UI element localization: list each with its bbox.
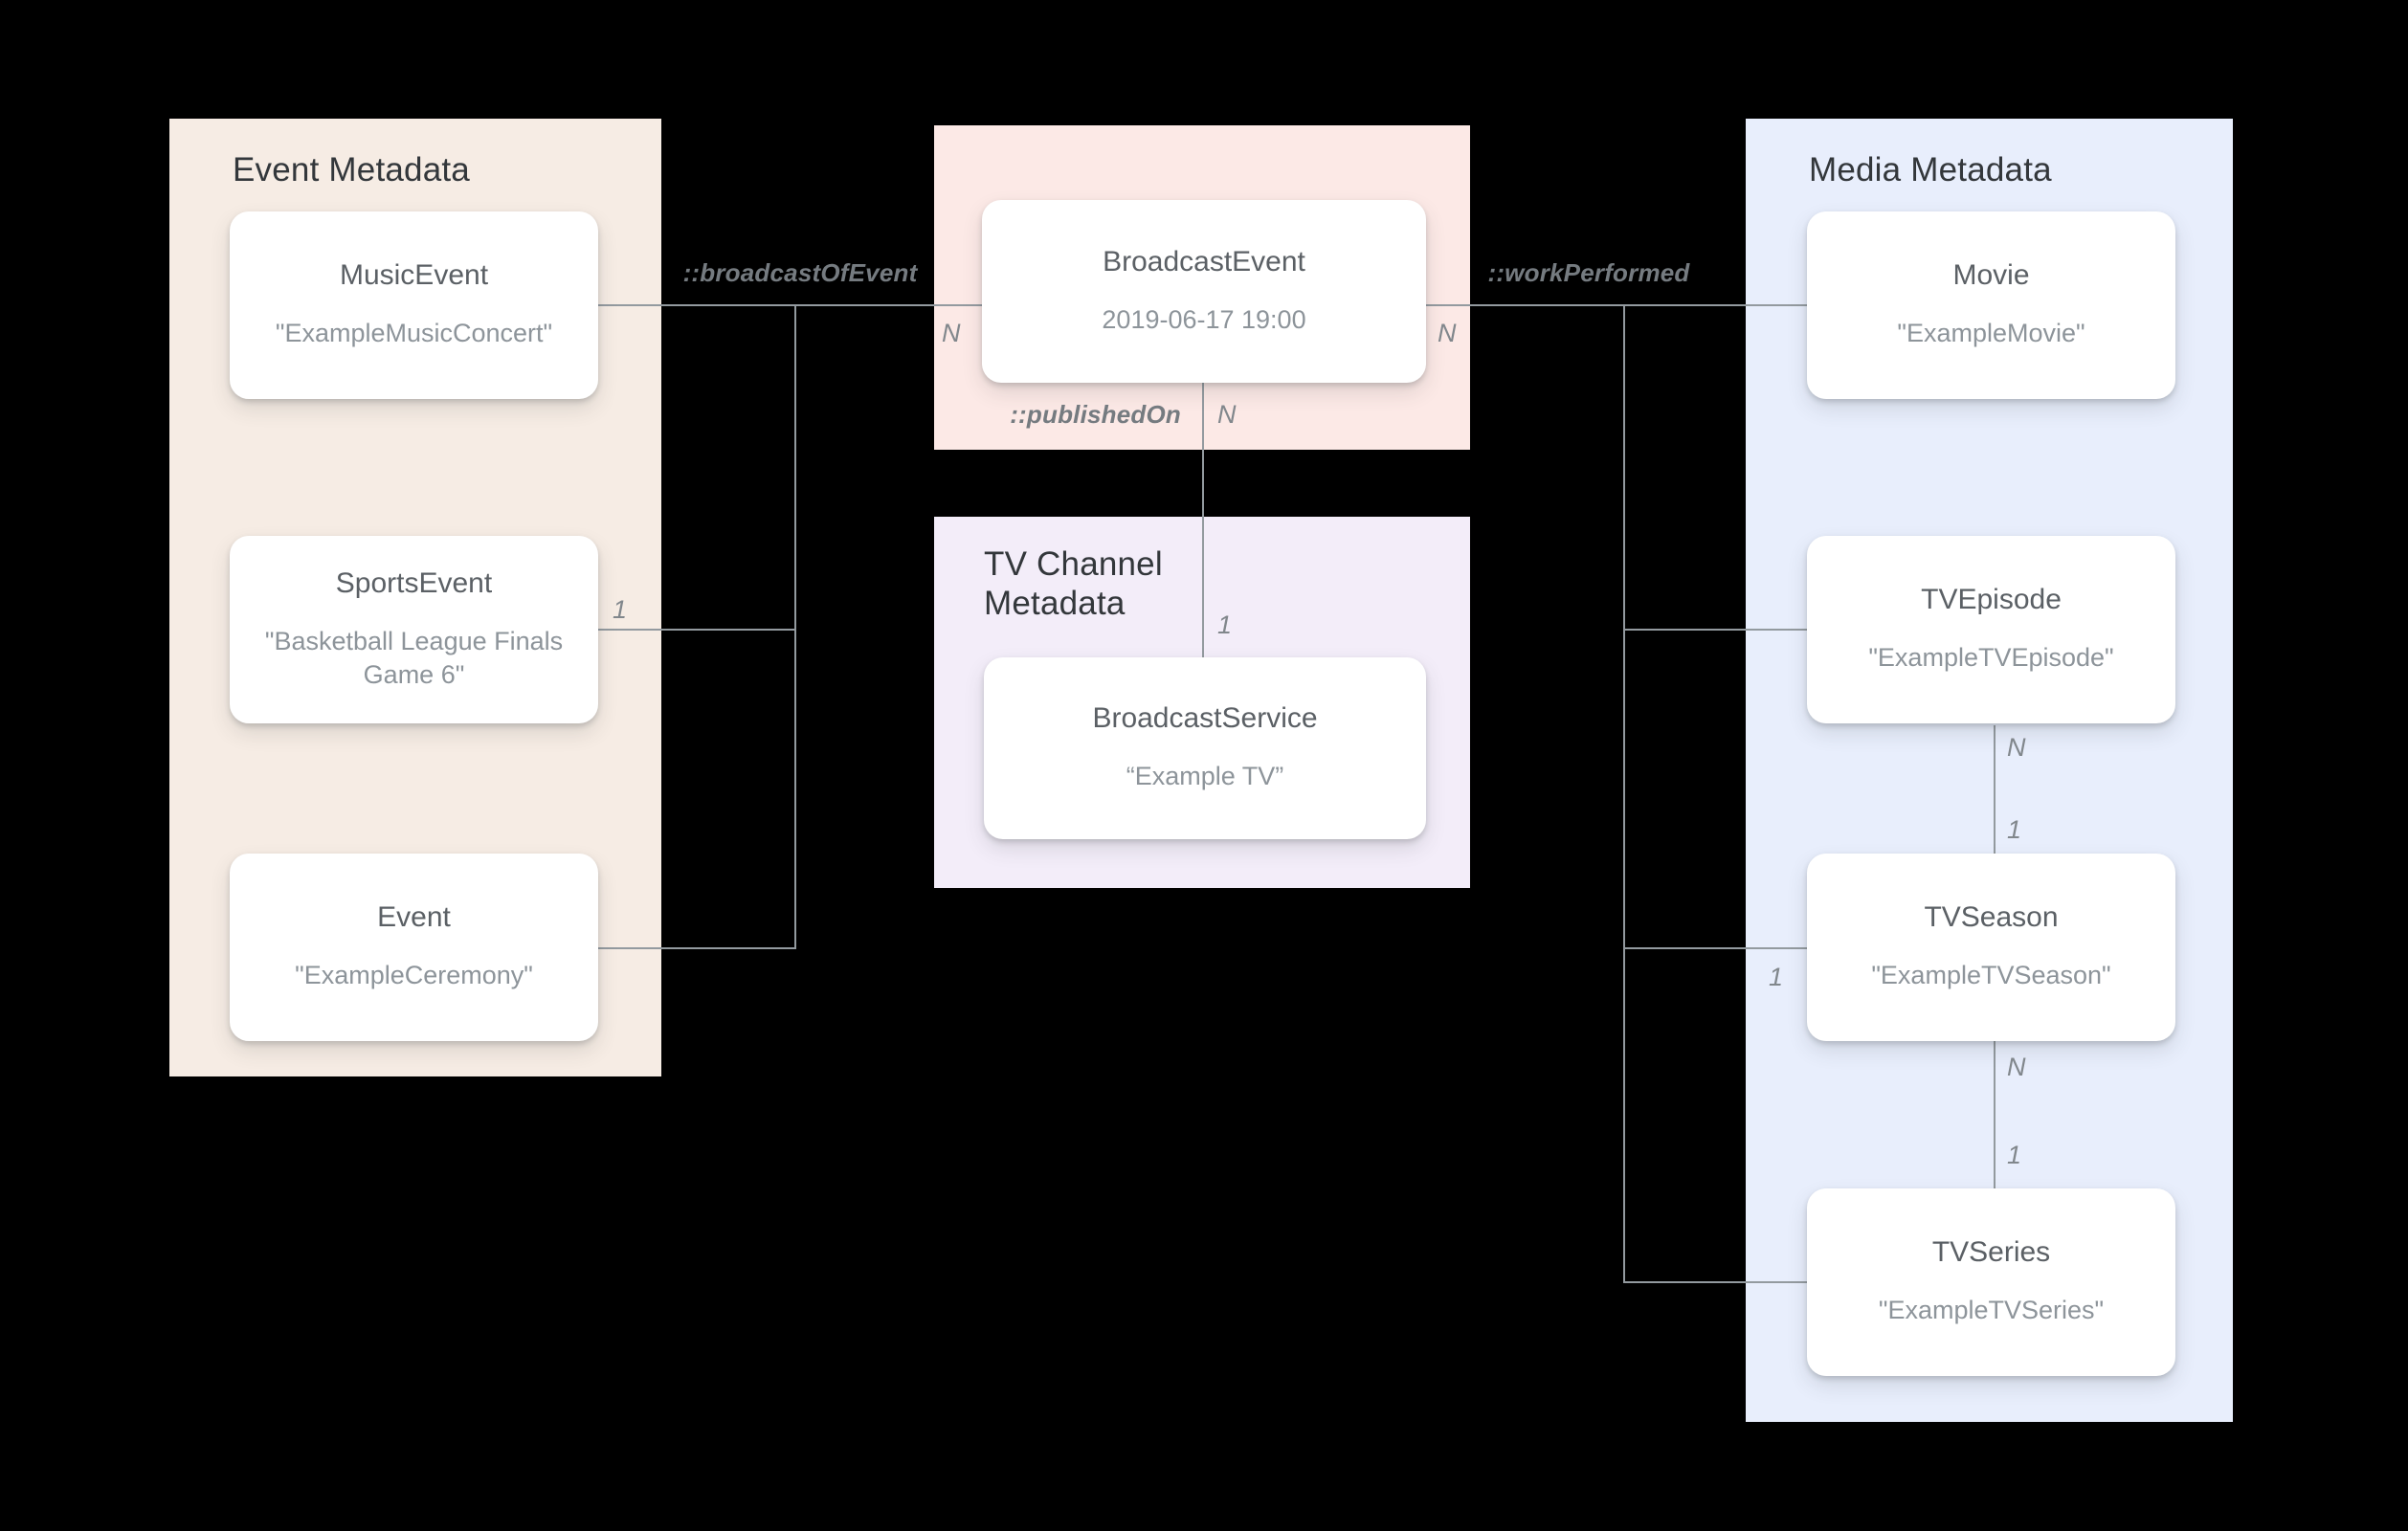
cardinality-one-sports-event: 1 bbox=[613, 595, 628, 624]
edge-label-published-on: ::publishedOn bbox=[1010, 400, 1181, 429]
cardinality-one-published-on: 1 bbox=[1217, 610, 1233, 639]
node-title: Event bbox=[377, 901, 451, 934]
node-title: MusicEvent bbox=[339, 259, 489, 292]
connector-tv-episode bbox=[1623, 629, 1807, 631]
cardinality-n-published-on: N bbox=[1217, 400, 1237, 429]
connector-tv-season bbox=[1623, 947, 1807, 949]
connector-published-on-vertical bbox=[1202, 383, 1204, 657]
cardinality-n-broadcast-right: N bbox=[1438, 319, 1457, 347]
node-broadcast-service: BroadcastService “Example TV” bbox=[984, 657, 1426, 839]
node-subtitle: “Example TV” bbox=[1126, 762, 1284, 791]
panel-title-media-metadata: Media Metadata bbox=[1809, 151, 2052, 189]
node-subtitle: "Basketball League Finals Game 6" bbox=[264, 626, 564, 689]
connector-season-series-vertical bbox=[1994, 1041, 1996, 1188]
panel-title-tv-channel-metadata: TV Channel Metadata bbox=[984, 545, 1163, 622]
node-sports-event: SportsEvent "Basketball League Finals Ga… bbox=[230, 536, 598, 723]
node-event: Event "ExampleCeremony" bbox=[230, 854, 598, 1041]
connector-media-branch-vertical bbox=[1623, 304, 1625, 1283]
node-title: BroadcastEvent bbox=[1103, 245, 1305, 277]
panel-title-event-metadata: Event Metadata bbox=[233, 151, 470, 189]
node-broadcast-event: BroadcastEvent 2019-06-17 19:00 bbox=[982, 200, 1426, 383]
connector-episode-season-vertical bbox=[1994, 725, 1996, 854]
edge-label-work-performed: ::workPerformed bbox=[1487, 258, 1690, 287]
cardinality-n-episode-season: N bbox=[2007, 733, 2026, 762]
cardinality-one-season-series: 1 bbox=[2007, 1141, 2022, 1169]
node-subtitle: "ExampleMovie" bbox=[1897, 319, 2085, 348]
cardinality-one-tv-season-left: 1 bbox=[1769, 963, 1784, 991]
cardinality-n-season-series: N bbox=[2007, 1053, 2026, 1081]
node-title: SportsEvent bbox=[335, 566, 493, 599]
node-tv-season: TVSeason "ExampleTVSeason" bbox=[1807, 854, 2175, 1041]
connector-tv-series bbox=[1623, 1281, 1807, 1283]
node-subtitle: "ExampleTVEpisode" bbox=[1868, 643, 2114, 673]
node-subtitle: "ExampleTVSeries" bbox=[1878, 1296, 2105, 1325]
node-title: TVSeries bbox=[1931, 1236, 2051, 1269]
node-subtitle: 2019-06-17 19:00 bbox=[1102, 304, 1306, 334]
node-subtitle: "ExampleCeremony" bbox=[295, 961, 533, 990]
node-music-event: MusicEvent "ExampleMusicConcert" bbox=[230, 211, 598, 399]
connector-sports-event bbox=[597, 629, 796, 631]
cardinality-n-broadcast-left: N bbox=[942, 319, 961, 347]
node-title: BroadcastService bbox=[1092, 702, 1318, 735]
node-title: TVEpisode bbox=[1921, 584, 2062, 616]
node-subtitle: "ExampleTVSeason" bbox=[1871, 961, 2111, 990]
connector-event-branch-vertical bbox=[794, 304, 796, 949]
node-tv-episode: TVEpisode "ExampleTVEpisode" bbox=[1807, 536, 2175, 723]
node-movie: Movie "ExampleMovie" bbox=[1807, 211, 2175, 399]
node-subtitle: "ExampleMusicConcert" bbox=[275, 319, 553, 348]
edge-label-broadcast-of-event: ::broadcastOfEvent bbox=[682, 258, 918, 287]
node-title: Movie bbox=[1952, 259, 2030, 292]
connector-event bbox=[597, 947, 796, 949]
cardinality-one-episode-season: 1 bbox=[2007, 815, 2022, 844]
node-title: TVSeason bbox=[1924, 901, 2059, 934]
node-tv-series: TVSeries "ExampleTVSeries" bbox=[1807, 1188, 2175, 1376]
